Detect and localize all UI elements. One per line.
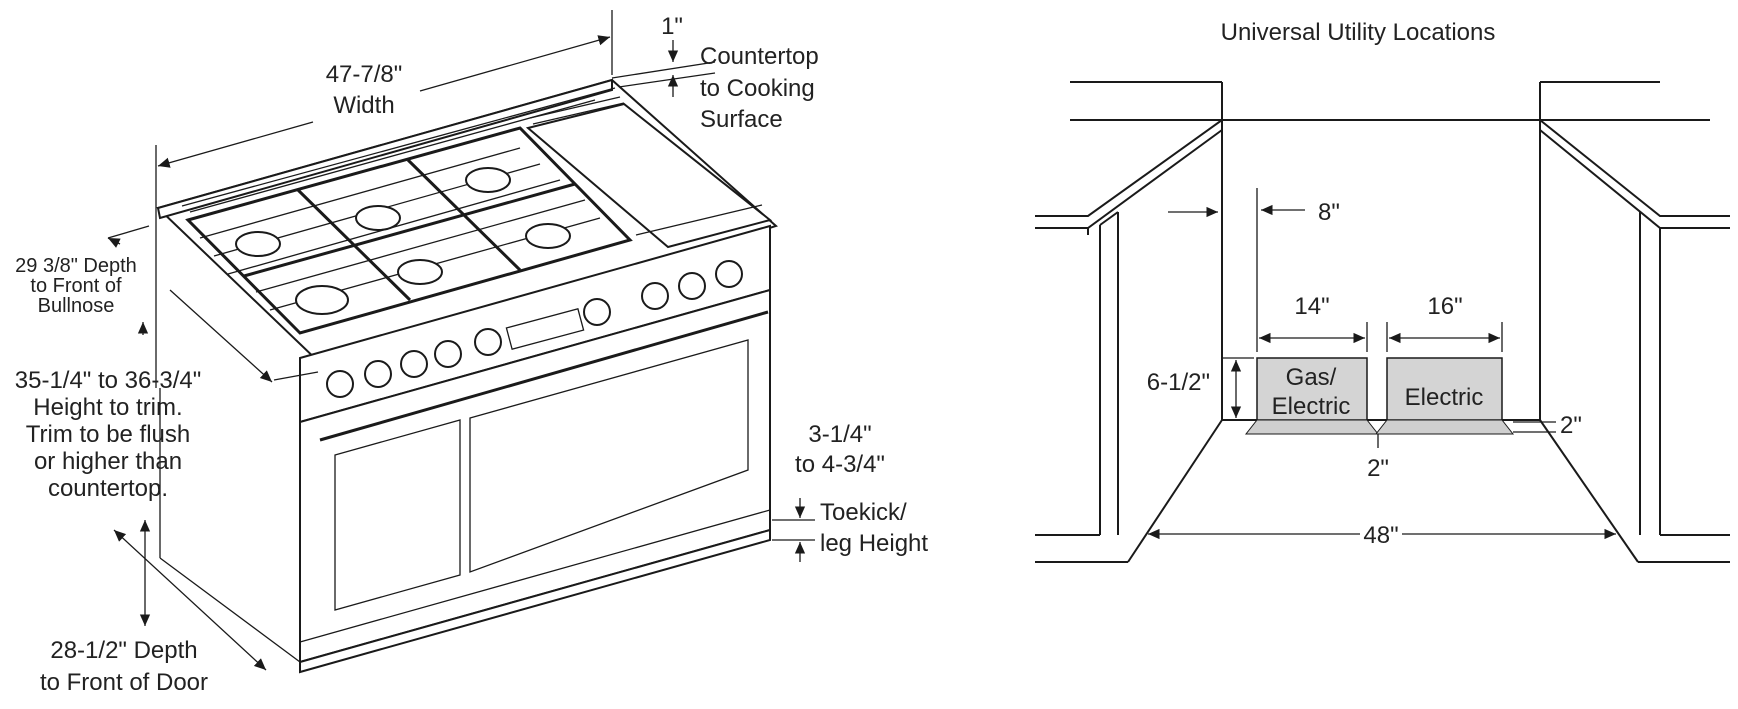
- knob-6[interactable]: [583, 298, 611, 326]
- offset-8-dimension: [1168, 188, 1305, 352]
- electric-label: Electric: [1405, 384, 1484, 411]
- offset-8-label: 8": [1318, 199, 1340, 226]
- gas-electric-line2: Electric: [1272, 393, 1351, 420]
- width-14-label: 14": [1294, 293, 1329, 320]
- height-trim-line3: Trim to be flush: [26, 421, 191, 448]
- width-16-label: 16": [1427, 293, 1462, 320]
- depth-bullnose-line3: Bullnose: [38, 295, 115, 317]
- oven-handle[interactable]: [319, 310, 769, 442]
- depth-bullnose-dimension: [107, 225, 319, 383]
- toekick-range-line1: 3-1/4": [808, 421, 871, 448]
- gas-electric-shadow: [1244, 419, 1380, 435]
- griddle-plate: [525, 102, 773, 249]
- utility-illustration: Universal Utility Locations: [1035, 19, 1730, 563]
- width-label-line2: Width: [333, 92, 394, 119]
- depth-door-dimension: [113, 520, 267, 671]
- gap-2-bottom-label: 2": [1367, 455, 1389, 482]
- electric-shadow: [1374, 419, 1515, 435]
- utility-title: Universal Utility Locations: [1221, 19, 1496, 46]
- height-6-5-dimension: [1222, 357, 1254, 418]
- control-knobs: [326, 260, 743, 398]
- toekick-label-line1: Toekick/: [820, 499, 907, 526]
- width-14-dimension: [1259, 322, 1368, 352]
- countertop-gap-label: 1": [661, 13, 683, 40]
- gap-2-right-label: 2": [1560, 412, 1582, 439]
- knob-8[interactable]: [678, 272, 706, 300]
- electric-box: [1386, 357, 1503, 421]
- knob-4[interactable]: [434, 340, 462, 368]
- burner-3: [465, 167, 511, 193]
- knob-7[interactable]: [641, 282, 669, 310]
- range-illustration: 47-7/8" Width 1" Countertop to Cooking S…: [15, 10, 928, 696]
- gap-2-right-dimension: [1513, 421, 1556, 433]
- height-trim-line1: 35-1/4" to 36-3/4": [15, 367, 202, 394]
- burner-2: [355, 205, 401, 231]
- right-oven-door[interactable]: [469, 339, 749, 573]
- toekick-label-line2: leg Height: [820, 530, 928, 557]
- countertop-label-line2: to Cooking: [700, 75, 815, 102]
- width-dimension: [155, 10, 613, 388]
- burner-4: [295, 285, 349, 315]
- toekick-range-line2: to 4-3/4": [795, 451, 885, 478]
- toekick-dimension: [772, 498, 815, 562]
- display-panel: [505, 308, 585, 350]
- right-cabinet: [1539, 119, 1730, 563]
- gas-electric-box: [1256, 357, 1368, 421]
- burner-6: [525, 223, 571, 249]
- knob-2[interactable]: [364, 360, 392, 388]
- countertop-label-line3: Surface: [700, 106, 783, 133]
- gas-electric-line1: Gas/: [1286, 364, 1337, 391]
- left-cabinet: [1035, 119, 1223, 563]
- burner-1: [235, 231, 281, 257]
- countertop-label-line1: Countertop: [700, 43, 819, 70]
- depth-door-line2: to Front of Door: [40, 669, 208, 696]
- height-trim-line2: Height to trim.: [33, 394, 182, 421]
- backguard-trim: [156, 78, 613, 220]
- width-16-dimension: [1386, 322, 1503, 352]
- knob-5[interactable]: [474, 328, 502, 356]
- knob-1[interactable]: [326, 370, 354, 398]
- height-6-5-label: 6-1/2": [1147, 369, 1210, 396]
- height-trim-line5: countertop.: [48, 475, 168, 502]
- burners: [235, 167, 571, 315]
- left-oven-door[interactable]: [334, 419, 461, 611]
- depth-bullnose-line2: to Front of: [30, 275, 122, 297]
- depth-door-line1: 28-1/2" Depth: [50, 637, 197, 664]
- width-label-line1: 47-7/8": [326, 61, 403, 88]
- depth-bullnose-line1: 29 3/8" Depth: [15, 255, 137, 277]
- toekick: [299, 528, 771, 674]
- knob-9[interactable]: [715, 260, 743, 288]
- height-trim-line4: or higher than: [34, 448, 182, 475]
- countertop-dimension: [611, 40, 716, 97]
- burner-5: [397, 259, 443, 285]
- opening-48-label: 48": [1363, 522, 1398, 549]
- knob-3[interactable]: [400, 350, 428, 378]
